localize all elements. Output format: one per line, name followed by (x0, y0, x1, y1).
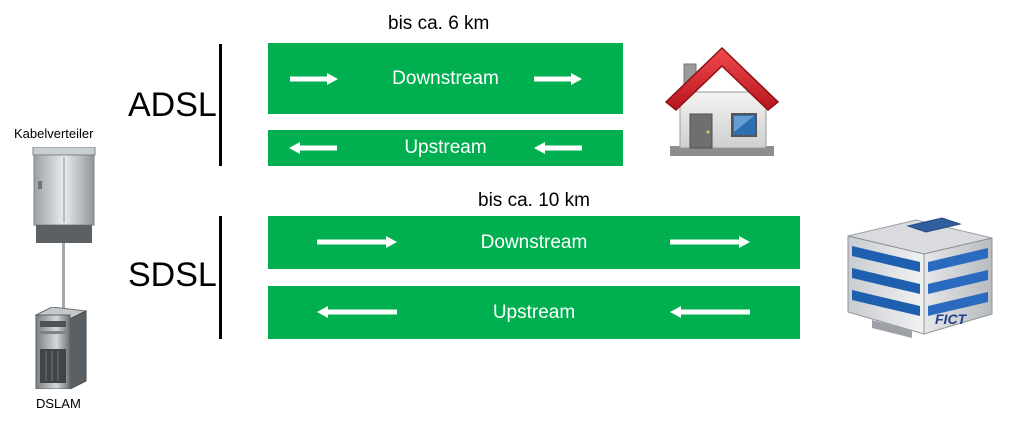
cabinet-label: Kabelverteiler (14, 126, 94, 141)
connection-line (62, 243, 65, 313)
building-logo-text: FICT (935, 311, 967, 327)
dslam-label: DSLAM (36, 396, 81, 411)
sdsl-label: SDSL (128, 256, 217, 294)
sdsl-upstream-bar: Upstream (268, 286, 800, 339)
arrow-left-icon (289, 142, 337, 154)
arrow-left-icon (670, 306, 750, 318)
arrow-right-icon (317, 236, 397, 248)
arrow-right-icon (534, 73, 582, 85)
adsl-upstream-bar: Upstream (268, 130, 623, 166)
adsl-downstream-bar: Downstream (268, 43, 623, 114)
arrow-left-icon (317, 306, 397, 318)
arrow-right-icon (290, 73, 338, 85)
sdsl-downstream-bar: Downstream (268, 216, 800, 269)
adsl-upstream-label: Upstream (404, 137, 487, 158)
sdsl-downstream-label: Downstream (480, 231, 588, 253)
house-icon (664, 46, 780, 156)
arrow-right-icon (670, 236, 750, 248)
adsl-divider (219, 44, 222, 166)
office-building-icon (847, 217, 993, 338)
adsl-label: ADSL (128, 86, 217, 124)
server-icon (34, 307, 88, 389)
sdsl-upstream-label: Upstream (492, 301, 576, 323)
sdsl-distance: bis ca. 10 km (478, 190, 590, 211)
adsl-downstream-label: Downstream (392, 67, 499, 89)
sdsl-divider (219, 216, 222, 339)
adsl-distance: bis ca. 6 km (388, 13, 490, 34)
cabinet-icon (32, 147, 96, 243)
arrow-left-icon (534, 142, 582, 154)
